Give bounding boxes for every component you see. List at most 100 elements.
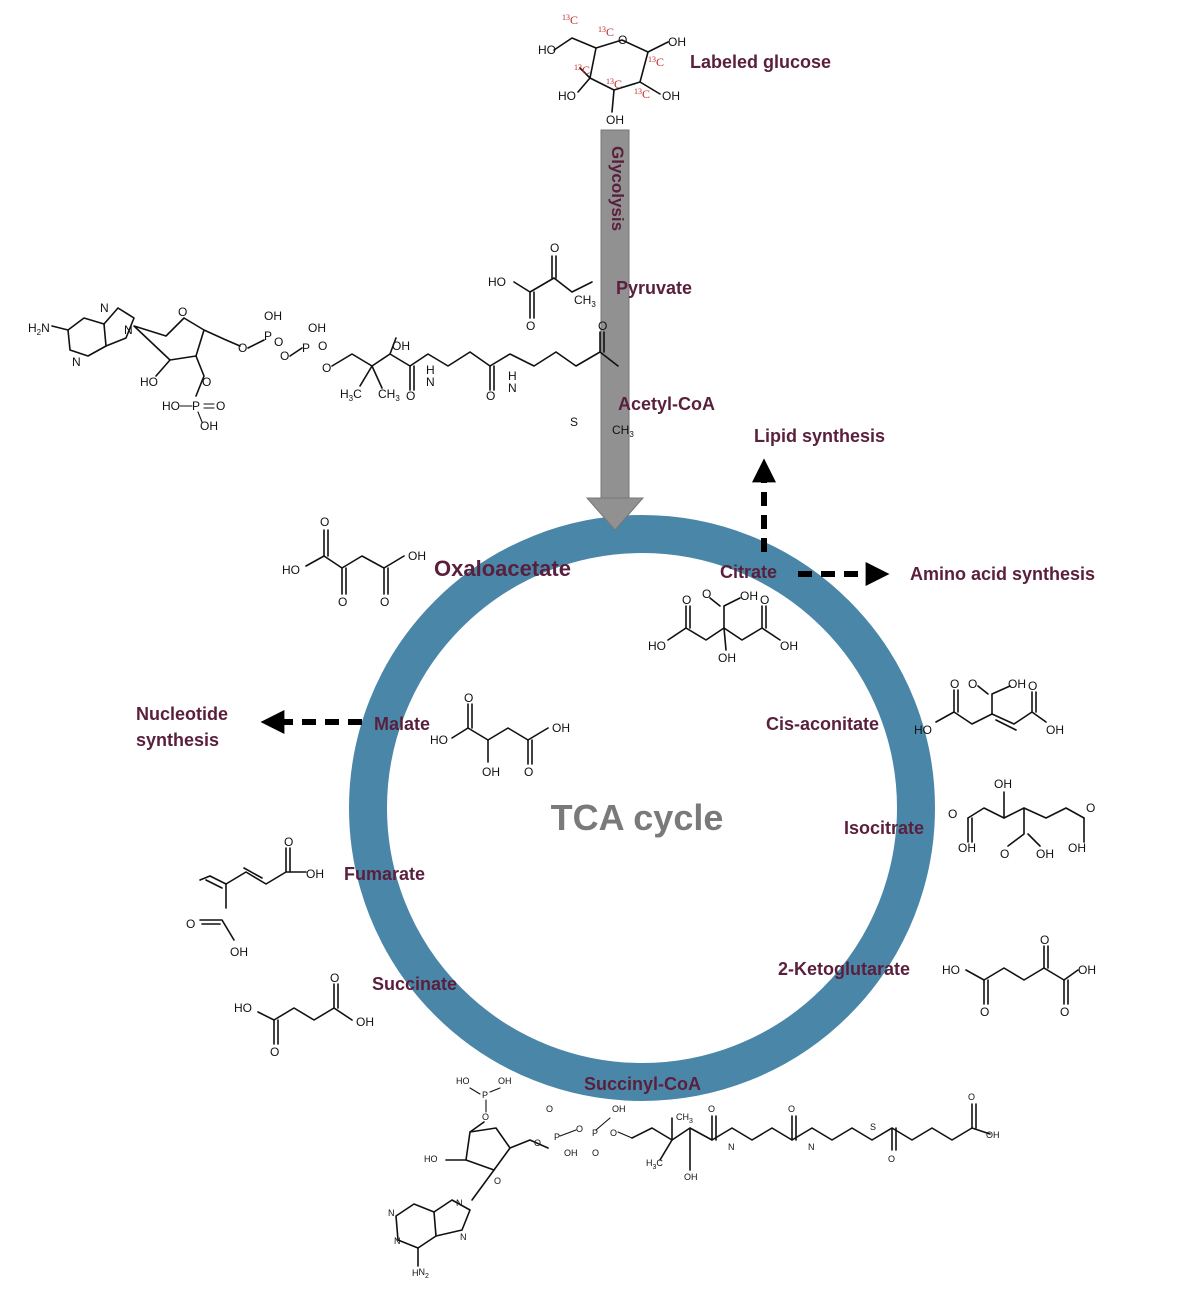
- svg-text:HO: HO: [538, 43, 556, 57]
- svg-text:13C: 13C: [648, 55, 664, 69]
- svg-text:OH: OH: [306, 867, 324, 881]
- svg-text:OH: OH: [612, 1104, 626, 1114]
- svg-text:N: N: [100, 301, 109, 315]
- amino-acid-synthesis-label: Amino acid synthesis: [910, 564, 1095, 584]
- pyruvate-label: Pyruvate: [616, 278, 692, 298]
- glycolysis-arrow: [585, 129, 645, 531]
- svg-text:N: N: [124, 323, 133, 337]
- svg-text:O: O: [1060, 1005, 1069, 1019]
- svg-text:N: N: [426, 375, 435, 389]
- svg-text:HO: HO: [488, 275, 506, 289]
- succinyl-coa-structure: HO P OH O HO O HN2 N N N N O P OH O O P …: [388, 1076, 1000, 1280]
- svg-text:OH: OH: [552, 721, 570, 735]
- svg-text:13C: 13C: [634, 87, 650, 101]
- svg-text:OH: OH: [498, 1076, 512, 1086]
- svg-text:O: O: [576, 1124, 583, 1134]
- lipid-synthesis-label: Lipid synthesis: [754, 426, 885, 446]
- svg-text:O: O: [526, 319, 535, 333]
- svg-text:HO: HO: [942, 963, 960, 977]
- svg-text:O: O: [598, 319, 607, 333]
- svg-text:P: P: [302, 341, 310, 355]
- svg-text:13C: 13C: [574, 63, 590, 77]
- svg-text:O: O: [702, 587, 711, 601]
- svg-text:OH: OH: [668, 35, 686, 49]
- svg-text:N: N: [394, 1236, 401, 1246]
- svg-text:OH: OH: [958, 841, 976, 855]
- svg-text:O: O: [238, 341, 247, 355]
- svg-text:O: O: [534, 1138, 541, 1148]
- cis-aconitate-label: Cis-aconitate: [766, 714, 879, 734]
- svg-text:H3C: H3C: [646, 1158, 663, 1171]
- svg-text:O: O: [186, 917, 195, 931]
- glycolysis-label: Glycolysis: [608, 146, 627, 231]
- svg-text:13C: 13C: [598, 25, 614, 39]
- svg-text:N: N: [388, 1208, 395, 1218]
- svg-text:OH: OH: [482, 765, 500, 779]
- ketoglutarate-structure: HO O O O OH: [942, 933, 1096, 1019]
- svg-text:OH: OH: [356, 1015, 374, 1029]
- svg-text:CH3: CH3: [378, 387, 400, 403]
- svg-text:HO: HO: [558, 89, 576, 103]
- svg-text:O: O: [888, 1154, 895, 1164]
- svg-text:HO: HO: [424, 1154, 438, 1164]
- svg-text:O: O: [708, 1104, 715, 1114]
- acetyl-coa-label: Acetyl-CoA: [618, 394, 715, 414]
- svg-text:O: O: [280, 349, 289, 363]
- svg-text:OH: OH: [200, 419, 218, 433]
- svg-text:OH: OH: [780, 639, 798, 653]
- svg-text:OH: OH: [308, 321, 326, 335]
- ketoglutarate-label: 2-Ketoglutarate: [778, 959, 910, 979]
- svg-text:H2N: H2N: [28, 321, 50, 337]
- svg-text:H: H: [508, 369, 517, 383]
- svg-text:O: O: [216, 399, 225, 413]
- svg-text:OH: OH: [408, 549, 426, 563]
- svg-text:O: O: [202, 375, 211, 389]
- svg-text:P: P: [482, 1090, 488, 1100]
- svg-text:O: O: [322, 361, 331, 375]
- oxaloacetate-label: Oxaloacetate: [434, 556, 571, 581]
- svg-text:O: O: [486, 389, 495, 403]
- svg-text:P: P: [592, 1128, 598, 1138]
- succinate-structure: HO O O OH: [234, 971, 374, 1059]
- acetyl-coa-structure: H2N N N N HO O O HO P O OH O P OH O O P …: [28, 301, 634, 439]
- svg-text:N: N: [456, 1198, 463, 1208]
- svg-text:O: O: [950, 677, 959, 691]
- malate-label: Malate: [374, 714, 430, 734]
- svg-text:OH: OH: [662, 89, 680, 103]
- svg-text:HO: HO: [234, 1001, 252, 1015]
- svg-text:N: N: [460, 1232, 467, 1242]
- fumarate-label: Fumarate: [344, 864, 425, 884]
- svg-text:OH: OH: [392, 339, 410, 353]
- svg-text:O: O: [330, 971, 339, 985]
- svg-text:O: O: [464, 691, 473, 705]
- svg-text:S: S: [570, 415, 578, 429]
- tca-cycle-ring: [349, 515, 935, 1101]
- svg-text:O: O: [592, 1148, 599, 1158]
- svg-text:O: O: [968, 677, 977, 691]
- svg-text:O: O: [380, 595, 389, 609]
- svg-text:O: O: [980, 1005, 989, 1019]
- svg-text:O: O: [760, 593, 769, 607]
- citrate-structure: HO O O OH O OH OH: [648, 587, 798, 665]
- svg-text:S: S: [870, 1122, 876, 1132]
- labeled-glucose-structure: HO O OH OH OH HO 13C 13C 13C 13C 13C 13C: [538, 13, 686, 127]
- tca-cycle-label: TCA cycle: [551, 797, 724, 838]
- svg-text:13C: 13C: [606, 77, 622, 91]
- svg-text:O: O: [524, 765, 533, 779]
- svg-text:O: O: [948, 807, 957, 821]
- svg-text:HO: HO: [162, 399, 180, 413]
- svg-text:OH: OH: [1068, 841, 1086, 855]
- isocitrate-structure: O OH OH O OH O OH: [948, 777, 1095, 861]
- svg-text:OH: OH: [264, 309, 282, 323]
- svg-text:OH: OH: [1036, 847, 1054, 861]
- svg-text:O: O: [284, 835, 293, 849]
- svg-text:O: O: [178, 305, 187, 319]
- svg-text:O: O: [610, 1128, 617, 1138]
- svg-text:P: P: [192, 399, 200, 413]
- svg-text:O: O: [546, 1104, 553, 1114]
- svg-text:N: N: [808, 1142, 815, 1152]
- svg-text:O: O: [270, 1045, 279, 1059]
- isocitrate-label: Isocitrate: [844, 818, 924, 838]
- svg-text:O: O: [1040, 933, 1049, 947]
